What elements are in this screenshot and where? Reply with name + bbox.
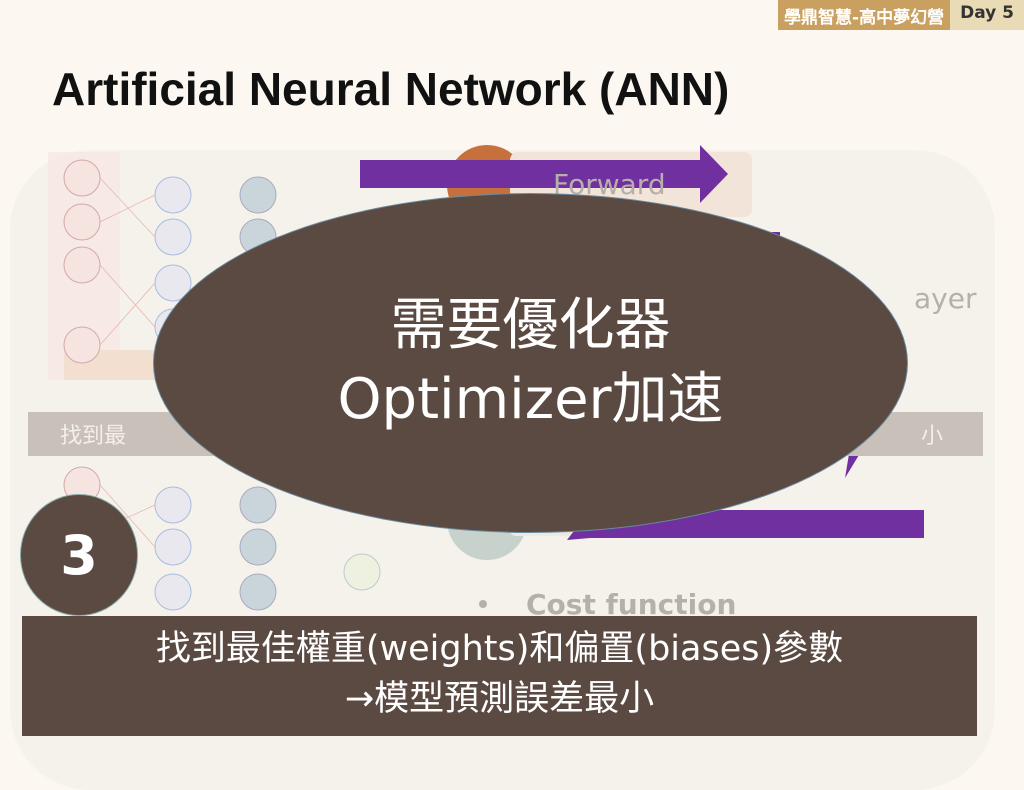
bar-left-text: 找到最 [60,424,127,449]
layer-label: ayer [914,282,977,315]
optimizer-callout: 需要優化器 Optimizer加速 [153,193,908,533]
forward-arrow [360,145,728,203]
header-banner: 學鼎智慧-高中夢幻營 Day 5 [778,0,1024,30]
caption-line-2: →模型預測誤差最小 [344,679,655,719]
callout-line-1: 需要優化器 [390,293,671,358]
bar-right-text: 小 [920,424,943,449]
caption-box: 找到最佳權重(weights)和偏置(biases)參數 →模型預測誤差最小 [22,616,977,736]
step-number-badge: 3 [20,494,138,616]
org-label: 學鼎智慧-高中夢幻營 [778,0,951,30]
callout-line-2: Optimizer加速 [337,367,724,432]
day-label: Day 5 [950,0,1024,30]
slide-title: Artificial Neural Network (ANN) [52,63,730,115]
caption-line-1: 找到最佳權重(weights)和偏置(biases)參數 [155,629,844,669]
cost-function-label: Cost function [526,588,737,621]
